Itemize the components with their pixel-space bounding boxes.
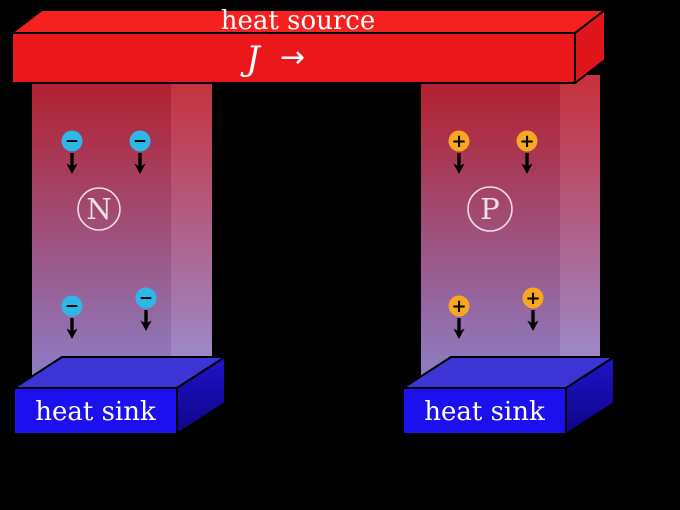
source-front-face xyxy=(11,32,576,84)
heat-source-label: heat source xyxy=(221,6,375,36)
sink-front-face xyxy=(402,387,567,435)
down-arrow-icon xyxy=(140,320,152,331)
p-leg-side-face xyxy=(560,75,600,384)
right-arrow-icon: → xyxy=(280,40,305,75)
down-arrow-icon xyxy=(453,328,465,339)
n-type-leg xyxy=(32,75,212,384)
electron-circle xyxy=(129,130,151,152)
electron: − xyxy=(135,287,157,331)
current-symbol: J xyxy=(240,39,262,79)
n-label-circle xyxy=(77,187,121,231)
n-leg-side-face xyxy=(171,75,212,384)
hole-circle xyxy=(448,130,470,152)
down-arrow-icon xyxy=(453,163,465,174)
electron-circle xyxy=(61,130,83,152)
plus-sign: + xyxy=(519,131,534,152)
p-leg-label: P xyxy=(467,186,513,232)
electron-circle xyxy=(135,287,157,309)
electrons: − − − − xyxy=(61,130,157,339)
plus-sign: + xyxy=(525,288,540,309)
holes: + + + + xyxy=(448,130,544,339)
plus-sign: + xyxy=(451,296,466,317)
down-arrow-icon xyxy=(66,163,78,174)
hole: + xyxy=(516,130,538,174)
n-label-text: N xyxy=(86,192,111,226)
down-arrow-icon xyxy=(134,163,146,174)
hole-circle xyxy=(448,295,470,317)
p-type-leg xyxy=(421,75,600,384)
hole-circle xyxy=(516,130,538,152)
heat-sink-label: heat sink xyxy=(424,397,545,427)
n-leg-label: N xyxy=(77,187,121,231)
p-leg-front-face xyxy=(421,75,560,384)
minus-sign: − xyxy=(139,289,153,309)
heat-sink-right: heat sink xyxy=(402,356,615,435)
hole-circle xyxy=(522,287,544,309)
heat-sink-label: heat sink xyxy=(35,397,156,427)
hole: + xyxy=(448,130,470,174)
hole: + xyxy=(522,287,544,331)
electron: − xyxy=(61,130,83,174)
electron: − xyxy=(129,130,151,174)
down-arrow-icon xyxy=(527,320,539,331)
minus-sign: − xyxy=(65,132,79,152)
heat-sink-left: heat sink xyxy=(13,356,226,435)
heat-source-bar: heat source J → xyxy=(11,6,606,84)
electron-circle xyxy=(61,295,83,317)
minus-sign: − xyxy=(65,297,79,317)
down-arrow-icon xyxy=(66,328,78,339)
electron: − xyxy=(61,295,83,339)
p-label-circle xyxy=(467,186,513,232)
sink-front-face xyxy=(13,387,178,435)
plus-sign: + xyxy=(451,131,466,152)
down-arrow-icon xyxy=(521,163,533,174)
hole: + xyxy=(448,295,470,339)
minus-sign: − xyxy=(133,132,147,152)
p-label-text: P xyxy=(480,192,500,226)
